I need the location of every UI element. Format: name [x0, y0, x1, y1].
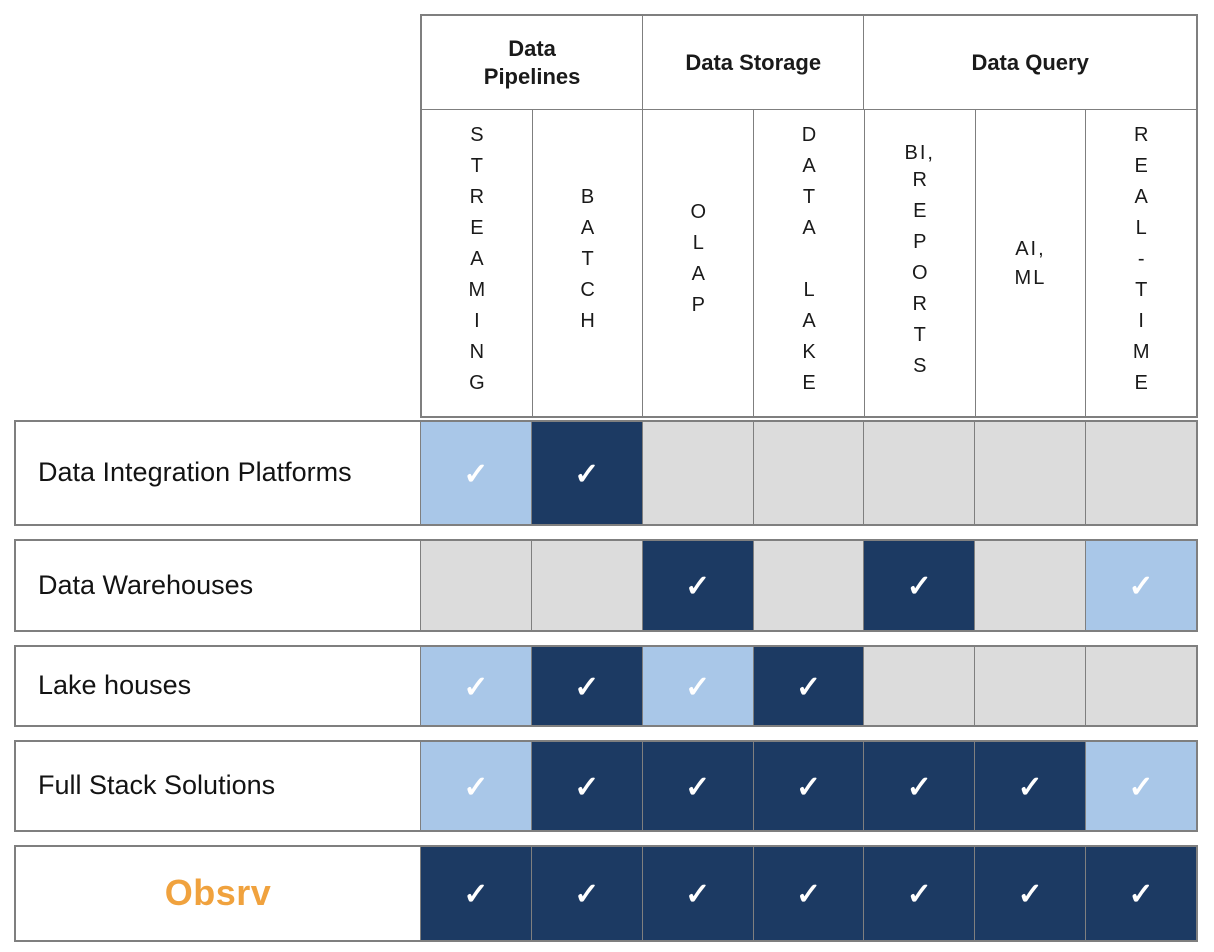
- row-label: Data Warehouses: [16, 541, 420, 630]
- matrix-cell: ✓: [863, 541, 975, 630]
- check-icon: ✓: [463, 878, 489, 911]
- matrix-cell: [752, 422, 864, 524]
- matrix-cell: ✓: [974, 742, 1086, 830]
- matrix-cell: ✓: [420, 742, 531, 830]
- row-lake-houses: Lake houses ✓ ✓ ✓ ✓: [14, 645, 1198, 727]
- column-header-real-time: REAL-TIME: [1086, 110, 1196, 416]
- check-icon: ✓: [685, 670, 711, 704]
- row-full-stack-solutions: Full Stack Solutions ✓ ✓ ✓ ✓ ✓ ✓ ✓: [14, 740, 1198, 832]
- matrix-cell: [420, 541, 531, 630]
- matrix-cell: ✓: [641, 847, 753, 940]
- check-icon: ✓: [574, 770, 600, 804]
- matrix-cell: [974, 647, 1086, 725]
- matrix-cell: [974, 422, 1086, 524]
- matrix-cell: [530, 541, 642, 630]
- matrix-cell: ✓: [752, 647, 864, 725]
- check-icon: ✓: [1017, 878, 1043, 911]
- matrix-cell: [641, 422, 753, 524]
- group-header-data-storage: Data Storage: [643, 16, 865, 109]
- matrix-cell: ✓: [863, 847, 975, 940]
- group-header-data-query: Data Query: [864, 16, 1196, 109]
- matrix-cell: ✓: [641, 742, 753, 830]
- group-label: Data Pipelines: [483, 36, 581, 89]
- row-data-warehouses: Data Warehouses ✓ ✓ ✓: [14, 539, 1198, 632]
- matrix-cell: ✓: [420, 847, 531, 940]
- check-icon: ✓: [574, 670, 600, 704]
- group-header-row: Data Pipelines Data Storage Data Query: [422, 16, 1196, 110]
- matrix-cell: ✓: [1085, 847, 1197, 940]
- matrix-cell: ✓: [752, 847, 864, 940]
- matrix-header: Data Pipelines Data Storage Data Query S…: [420, 14, 1198, 418]
- matrix-cell: ✓: [641, 541, 753, 630]
- matrix-cell: ✓: [530, 742, 642, 830]
- matrix-cell: ✓: [530, 847, 642, 940]
- column-label-vertical: DATA LAKE: [798, 123, 821, 403]
- column-label: AI,: [1015, 237, 1046, 260]
- check-icon: ✓: [795, 670, 822, 704]
- check-icon: ✓: [685, 570, 711, 603]
- matrix-cell: ✓: [530, 647, 642, 725]
- check-icon: ✓: [906, 770, 932, 804]
- check-icon: ✓: [1128, 570, 1154, 603]
- matrix-cell: [863, 647, 975, 725]
- matrix-cell: ✓: [641, 647, 753, 725]
- column-header-streaming: STREAMING: [422, 110, 533, 416]
- group-label: Data Query: [971, 49, 1089, 75]
- check-icon: ✓: [463, 770, 489, 804]
- column-label-vertical: REPORTS: [908, 169, 931, 386]
- row-label: Data Integration Platforms: [16, 422, 420, 524]
- check-icon: ✓: [1128, 878, 1154, 911]
- check-icon: ✓: [463, 457, 489, 491]
- matrix-cell: [1085, 422, 1197, 524]
- matrix-cell: ✓: [1085, 541, 1197, 630]
- column-header-row: STREAMING BATCH OLAP DATA LAKE BI, REPOR…: [422, 110, 1196, 416]
- group-label: Data Storage: [685, 49, 822, 75]
- matrix-cell: ✓: [420, 422, 531, 524]
- column-label-vertical: OLAP: [687, 201, 710, 325]
- matrix-cell: [1085, 647, 1197, 725]
- column-label: ML: [1014, 266, 1047, 289]
- check-icon: ✓: [906, 878, 932, 911]
- column-label-vertical: STREAMING: [465, 123, 488, 403]
- matrix-cell: ✓: [974, 847, 1086, 940]
- row-obsrv: Obsrv ✓ ✓ ✓ ✓ ✓ ✓ ✓: [14, 845, 1198, 942]
- check-icon: ✓: [906, 570, 932, 603]
- row-data-integration-platforms: Data Integration Platforms ✓ ✓: [14, 420, 1198, 526]
- check-icon: ✓: [795, 770, 822, 804]
- group-header-data-pipelines: Data Pipelines: [422, 16, 644, 109]
- matrix-cell: [974, 541, 1086, 630]
- matrix-cell: ✓: [420, 647, 531, 725]
- check-icon: ✓: [1017, 770, 1043, 804]
- check-icon: ✓: [1128, 770, 1154, 804]
- obsrv-logo: Obsrv: [16, 847, 420, 940]
- check-icon: ✓: [574, 878, 600, 911]
- matrix-cell: [863, 422, 975, 524]
- column-label: BI,: [904, 142, 935, 164]
- column-label-vertical: REAL-TIME: [1130, 123, 1153, 403]
- matrix-cell: ✓: [863, 742, 975, 830]
- check-icon: ✓: [574, 457, 600, 491]
- matrix-cell: ✓: [530, 422, 642, 524]
- check-icon: ✓: [685, 770, 711, 804]
- check-icon: ✓: [685, 878, 711, 911]
- row-label: Full Stack Solutions: [16, 742, 420, 830]
- matrix-cell: ✓: [752, 742, 864, 830]
- row-label: Lake houses: [16, 647, 420, 725]
- column-label-vertical: BATCH: [576, 185, 599, 341]
- column-header-olap: OLAP: [643, 110, 755, 416]
- check-icon: ✓: [463, 670, 489, 704]
- matrix-cell: ✓: [1085, 742, 1197, 830]
- check-icon: ✓: [795, 878, 822, 911]
- column-header-ai-ml: AI, ML: [976, 110, 1087, 416]
- matrix-cell: [752, 541, 864, 630]
- column-header-data-lake: DATA LAKE: [754, 110, 865, 416]
- column-header-bi-reports: BI, REPORTS: [865, 110, 976, 416]
- column-header-batch: BATCH: [533, 110, 644, 416]
